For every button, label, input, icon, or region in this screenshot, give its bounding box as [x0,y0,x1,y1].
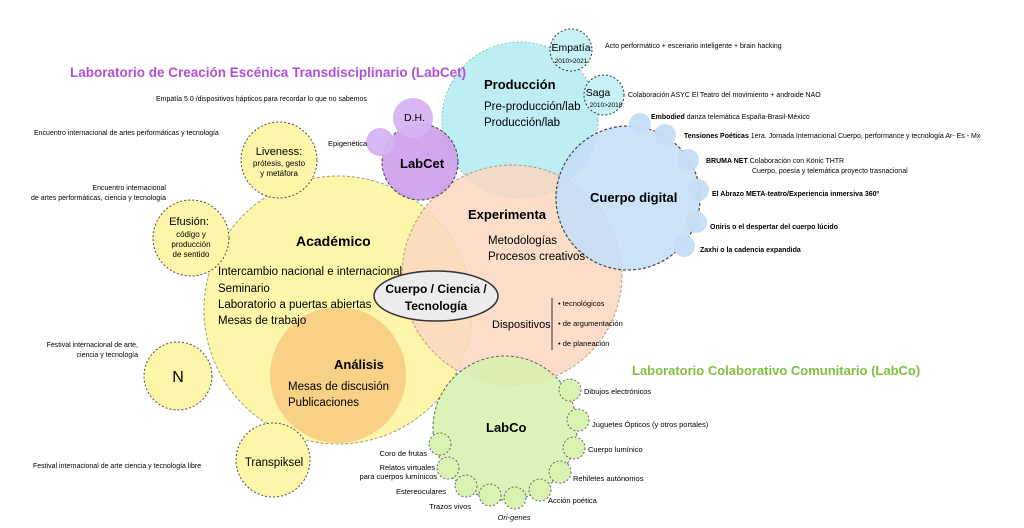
n-circle [143,341,213,411]
labcet-circle [381,123,459,201]
cuerpo-digital-title: Cuerpo digital [590,190,677,205]
experimenta-title: Experimenta [468,207,547,222]
n-label: N [172,369,184,386]
epigenetica-label: Epigenética [328,139,368,148]
liveness-line: prótesis, gesto [253,159,306,168]
labco-item: Acción poética [548,496,598,505]
dh-circle [393,98,433,138]
labco-item: Estereoculares [396,487,446,496]
labco-item: Coro de frutas [379,449,427,458]
center-ellipse [373,270,499,322]
empatia50-desc: Empatía 5.0 /dispositivos hápticos para … [156,96,367,103]
empatia-desc: Acto performático + escenario inteligent… [605,43,782,50]
academico-title: Académico [296,233,371,249]
efusion-title: Efusión: [169,216,209,228]
encuentro2-line: de artes performáticas, ciencia y tecnol… [31,195,166,202]
efusion-line: código y [176,230,206,239]
labcet-title: Laboratorio de Creación Escénica Transdi… [70,65,466,80]
academico-item: Seminario [218,283,270,295]
academico-items: Intercambio nacional e internacional Sem… [218,266,402,327]
labco-item: Relatos virtuales [380,463,436,472]
experimenta-item: Procesos creativos [488,251,585,263]
labco-item: Ori-genes [498,513,531,522]
liveness-line: y metáfora [260,169,298,178]
cuerpo-digital-item: Oniris o el despertar del cuerpo lúcido [710,224,838,231]
efusion-line: producción [171,240,210,249]
efusion-circle [152,199,230,277]
dispositivos-item: • tecnológicos [558,299,605,308]
analisis-item: Mesas de discusión [288,381,389,393]
analisis-title: Análisis [334,357,384,372]
labco-item: Cuerpo lumínico [588,445,643,454]
saga-label: Saga [586,87,611,99]
saga-desc: Colaboración ASYC El Teatro del movimien… [628,92,821,99]
empatia-years: 2010>2021 [555,58,588,65]
dispositivos-item: • de planeación [558,339,609,348]
labco-title: Laboratorio Colaborativo Comunitario (La… [632,363,920,378]
labco-label: LabCo [486,420,527,435]
encuentro2-line: Encuentro internacional [92,185,166,192]
epigenetica-circle [366,128,394,156]
produccion-item: Pre-producción/lab [484,101,581,113]
labco-list: Dibujos electrónicos Juguetes Ópticos (y… [359,387,708,522]
transpiksel-circle [235,422,311,498]
produccion-circle [441,41,599,199]
labco-item: Juguetes Ópticos (y otros portales) [592,420,709,429]
efusion-line: de sentido [173,250,210,259]
cuerpo-digital-item: El Abrazo META-teatro/Experiencia inmers… [712,191,880,198]
center-line: Cuerpo / Ciencia / [385,282,487,296]
analisis-circle [270,307,406,443]
festival2-label: Festival internacional de arte ciencia y… [33,463,201,470]
liveness-title: Liveness: [256,146,302,158]
labco-item: Trazos vivos [429,502,471,511]
cuerpo-digital-item: Zaxhi o la cadencia expandida [700,247,801,254]
labco-satellites [428,378,590,510]
labcet-label: LabCet [400,156,445,171]
labco-item: Rehiletes autónomos [573,474,644,483]
cuerpo-digital-satellites [629,113,709,257]
academico-item: Laboratorio a puertas abiertas [218,299,372,311]
analisis-item: Publicaciones [288,397,359,409]
cuerpo-digital-item: Cuerpo, poesía y telemática proyecto tra… [752,168,908,175]
cuerpo-digital-item: Tensiones Poéticas 1era. Jornada Interna… [684,133,981,140]
festival1-line: ciencia y tecnología [77,352,139,359]
saga-circle [583,74,625,116]
labco-item: Dibujos electrónicos [584,387,651,396]
empatia-label: Empatía [551,42,590,54]
produccion-item: Producción/lab [484,117,560,129]
produccion-title: Producción [484,77,556,92]
liveness-circle [240,121,318,199]
encuentro1-label: Encuentro internacional de artes perform… [34,130,219,137]
academico-item: Intercambio nacional e internacional [218,266,402,278]
academico-item: Mesas de trabajo [218,315,306,327]
experimenta-item: Metodologías [488,235,557,247]
cuerpo-digital-item: Embodied danza telemática España-Brasil-… [651,114,810,121]
dispositivos-item: • de argumentación [558,319,623,328]
dispositivos-label: Dispositivos [492,319,551,331]
transpiksel-label: Transpiksel [245,457,303,469]
cuerpo-digital-list: Embodied danza telemática España-Brasil-… [651,114,981,254]
labco-item: para cuerpos lumínicos [359,472,437,481]
empatia-circle [549,28,593,72]
dh-label: D.H. [404,112,425,124]
saga-years: 2010>2018 [590,102,623,109]
festival1-line: Festival internacional de arte, [47,342,138,349]
center-line: Tecnología [405,299,468,313]
cuerpo-digital-item: BRUMA NET Colaboración con Könic THTR [706,158,844,165]
